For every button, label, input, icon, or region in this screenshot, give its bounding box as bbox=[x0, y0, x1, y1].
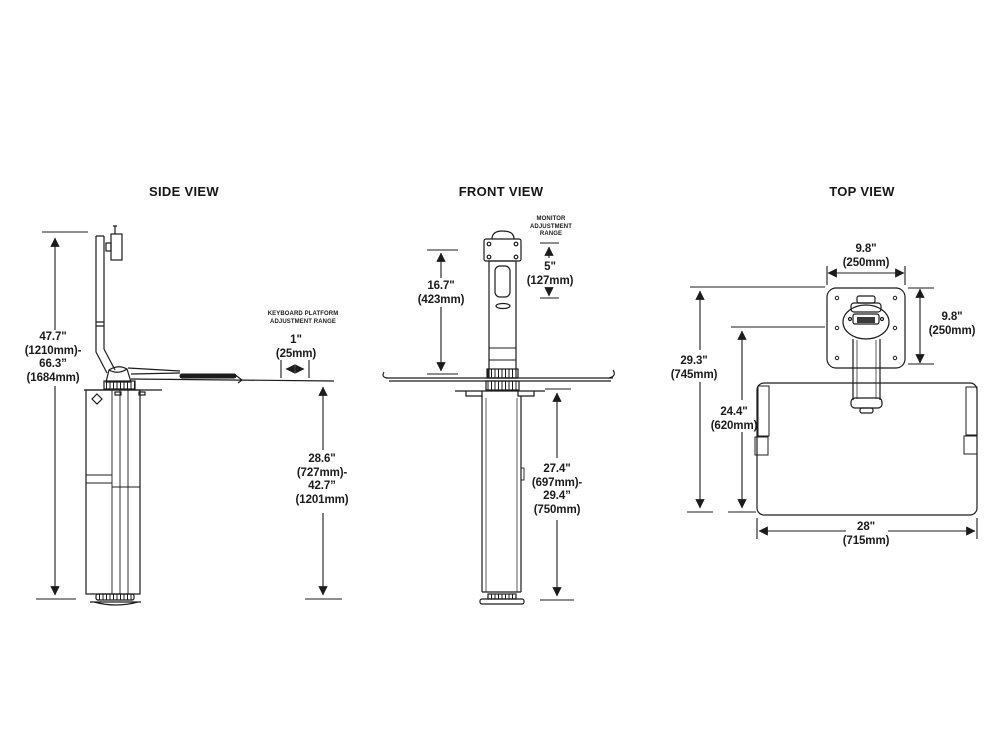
dim-total-depth: 29.3" (745mm) bbox=[670, 355, 718, 381]
dim-front-column-height: 16.7" (423mm) bbox=[417, 280, 465, 306]
dim-side-height-range: 47.7" (1210mm)- 66.3” (1684mm) bbox=[24, 331, 82, 384]
front-view-title: FRONT VIEW bbox=[458, 184, 544, 199]
dim-surface-width: 28" (715mm) bbox=[842, 521, 890, 547]
dim-keyboard-range: 1" (25mm) bbox=[275, 334, 317, 360]
top-view-drawing bbox=[754, 287, 978, 516]
dim-front-leg-range: 27.4" (697mm)- 29.4” (750mm) bbox=[531, 463, 583, 516]
note-keyboard-adjustment: KEYBOARD PLATFORM ADJUSTMENT RANGE bbox=[267, 311, 339, 325]
dim-monitor-range: 5" (127mm) bbox=[526, 261, 574, 287]
side-view-drawing bbox=[84, 225, 335, 606]
dim-surface-depth: 24.4" (620mm) bbox=[710, 406, 758, 432]
side-view-dimension-lines bbox=[36, 231, 342, 600]
front-view-drawing bbox=[382, 230, 615, 605]
dim-plate-width: 9.8" (250mm) bbox=[842, 243, 890, 269]
side-view-title: SIDE VIEW bbox=[149, 184, 219, 199]
top-view-dimension-lines bbox=[687, 266, 978, 539]
top-view-title: TOP VIEW bbox=[829, 184, 895, 199]
front-view-dimension-lines bbox=[427, 242, 574, 601]
note-monitor-adjustment: MONITOR ADJUSTMENT RANGE bbox=[529, 216, 573, 237]
dim-plate-depth: 9.8" (250mm) bbox=[928, 311, 976, 337]
dim-side-column-range: 28.6" (727mm)- 42.7” (1201mm) bbox=[295, 453, 349, 506]
